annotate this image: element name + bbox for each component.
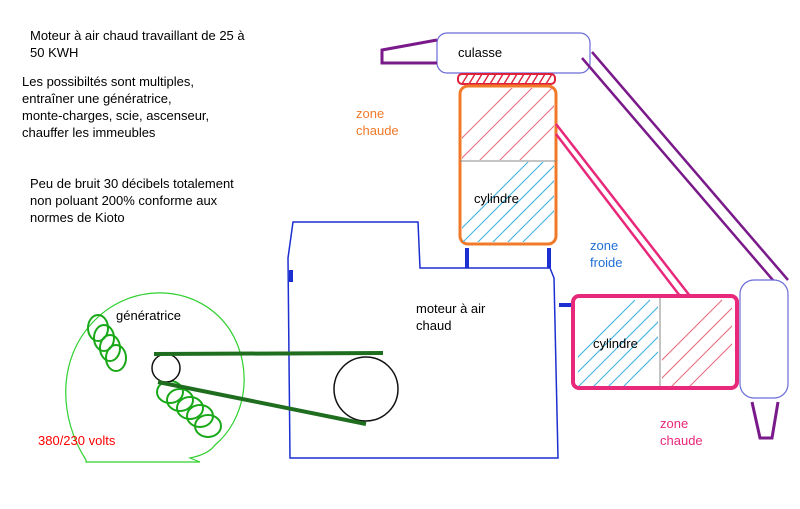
top-cylinder-hot-hatch [462,88,554,160]
title-line-1: Moteur à air chaud travaillant de 25 à [30,28,245,43]
generatrice-label: génératrice [116,308,182,323]
drive-belt [153,351,384,426]
top-cylinder-cold-hatch [462,162,554,242]
zone-chaude-bottom-label: zone chaude [660,416,703,448]
flywheel [333,356,399,422]
generator-coils [87,314,222,438]
culasse-label: culasse [458,45,503,60]
zone-chaude-top-label: zone chaude [356,106,399,138]
right-cylinder-hot-hatch [662,299,732,386]
volts-label: 380/230 volts [38,433,116,448]
right-tank [739,279,789,399]
pink-transfer-tubes [555,123,691,297]
culasse-left-nozzle [380,38,438,65]
noise-text: Peu de bruit 30 décibels totalement non … [30,176,234,225]
uses-text: Les possibiltés sont multiples, entraîne… [22,74,210,140]
right-cylinder-cold-hatch [578,299,658,386]
culasse-seal-ribs [461,73,553,85]
zone-froide-label: zone froide [590,238,623,270]
top-cylinder-outline [458,84,558,246]
title-line-2: 50 KWH [30,45,79,60]
right-cylinder-outline [571,294,739,390]
generator-pulley [151,353,181,383]
motor-body [287,221,559,459]
moteur-label: moteur à air chaud [416,301,486,333]
purple-transfer-tubes [581,51,789,287]
right-tank-nozzle [750,401,780,440]
cylindre-right-label: cylindre [593,336,638,351]
cylindre-top-label: cylindre [474,191,519,206]
